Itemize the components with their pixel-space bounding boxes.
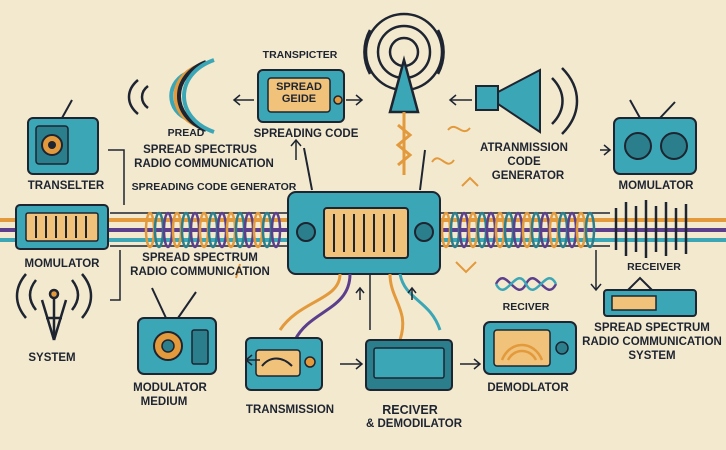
connector-arrows	[108, 94, 612, 370]
label-spreading-code: SPREADING CODE	[253, 128, 359, 140]
right-coil-group	[440, 211, 596, 249]
label-momulator-left: MOMULATOR	[24, 258, 100, 270]
label-momulator-right: MOMULATOR	[618, 180, 694, 192]
momulator-left-box	[15, 204, 109, 250]
label-radio-communication-right: RADIO COMMUNICATION	[582, 336, 722, 348]
label-spread-spectrum-mid: SPREAD SPECTRUM	[142, 252, 258, 264]
modulator-medium-radio	[137, 287, 217, 375]
system-tower-icon	[15, 273, 93, 341]
signal-sparks	[235, 125, 479, 279]
label-spread-spectrus: SPREAD SPECTRUS	[143, 144, 257, 156]
label-generator: GENERATOR	[491, 170, 565, 182]
transmission-radio	[245, 337, 323, 391]
left-coil-group	[144, 211, 282, 249]
label-and-demodilator: & DEMODILATOR	[365, 418, 463, 430]
label-spreading-code-generator: SPREADING CODE GENERATOR	[131, 181, 297, 193]
central-radio-icon	[287, 147, 441, 275]
label-reciver: RECIVER	[382, 403, 438, 417]
label-modulator: MODULATOR	[133, 382, 207, 394]
label-code: CODE	[507, 156, 541, 168]
label-transmission: TRANSMISSION	[245, 404, 335, 416]
label-atranmission: ATRANMISSION	[480, 142, 568, 154]
receiver-bar-waveform	[614, 200, 688, 258]
reciver-waveform-icon	[494, 276, 558, 292]
transelter-speaker-icon	[27, 99, 99, 175]
label-system-left: SYSTEM	[28, 352, 76, 364]
coil-loop	[584, 211, 596, 249]
label-pread: PREAD	[167, 127, 205, 139]
label-spread-geide: SPREAD GEIDE	[276, 81, 322, 105]
spread-geide-box	[257, 69, 345, 123]
lower-wires	[278, 273, 442, 341]
demodlator-radio	[483, 321, 577, 375]
label-system-right: SYSTEM	[628, 350, 676, 362]
reciver-demodilator-box	[365, 339, 453, 391]
label-spread-spectrum-right: SPREAD SPECTRUM	[594, 322, 710, 334]
coil-loop	[270, 211, 282, 249]
label-transpicter: TRANSPICTER	[262, 49, 338, 61]
label-radio-communication-mid: RADIO COMMUNICATION	[130, 266, 270, 278]
label-receiver: RECEIVER	[627, 261, 681, 273]
sound-wave-icon	[127, 58, 215, 134]
label-transelter: TRANSELTER	[27, 180, 105, 192]
momulator-right-radio	[613, 99, 697, 175]
antenna-tower-icon	[363, 12, 445, 175]
horn-speaker-icon	[475, 67, 579, 135]
label-medium: MEDIUM	[140, 396, 188, 408]
label-reciver-small: RECIVER	[502, 301, 550, 313]
label-radio-communication-top: RADIO COMMUNICATION	[134, 158, 274, 170]
label-demodlator: DEMODLATOR	[487, 382, 569, 394]
spread-spectrum-system-box	[603, 276, 697, 317]
